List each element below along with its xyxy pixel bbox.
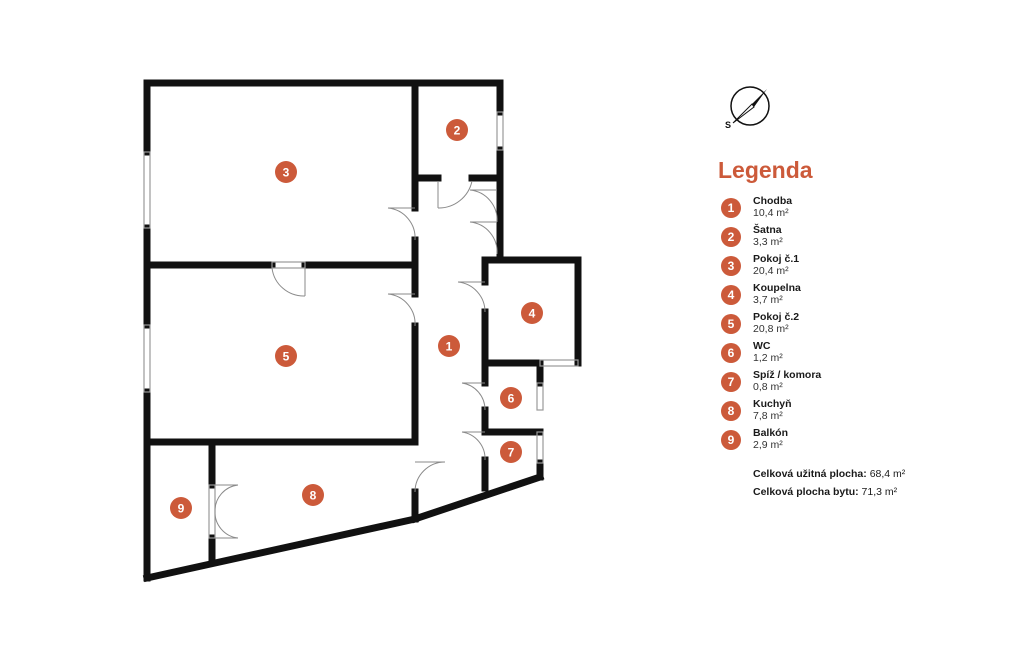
room-marker-9[interactable]: 9 — [170, 497, 192, 519]
legend-room-area: 20,4 m² — [753, 265, 789, 277]
legend-room-area: 7,8 m² — [753, 410, 783, 422]
legend-badge: 2 — [721, 227, 741, 247]
doors — [214, 180, 498, 539]
usable-area-label: Celková užitná plocha: — [753, 468, 867, 480]
svg-text:2: 2 — [454, 124, 461, 138]
compass-needle-icon: S — [725, 86, 770, 130]
legend-badge: 7 — [721, 372, 741, 392]
legend-badge: 4 — [721, 285, 741, 305]
legend-room-name: Pokoj č.1 — [753, 253, 800, 265]
total-area-label: Celková plocha bytu: — [753, 486, 859, 498]
legend-room-area: 20,8 m² — [753, 323, 789, 335]
compass-letter: S — [725, 120, 731, 130]
svg-text:8: 8 — [310, 489, 317, 503]
legend-room-name: Koupelna — [753, 282, 801, 294]
floor-plan: 1 2 3 4 5 6 7 8 9 — [142, 79, 582, 583]
svg-text:4: 4 — [529, 307, 536, 321]
legend-room-area: 3,7 m² — [753, 294, 783, 306]
room-marker-7[interactable]: 7 — [500, 441, 522, 463]
room-marker-3[interactable]: 3 — [275, 161, 297, 183]
room-marker-8[interactable]: 8 — [302, 484, 324, 506]
legend-room-name: Kuchyň — [753, 398, 792, 410]
room-marker-6[interactable]: 6 — [500, 387, 522, 409]
room-marker-5[interactable]: 5 — [275, 345, 297, 367]
legend-room-name: Spíž / komora — [753, 369, 822, 381]
legend-room-area: 1,2 m² — [753, 352, 783, 364]
area-totals: Celková užitná plocha: 68,4 m² Celková p… — [753, 465, 905, 501]
svg-text:7: 7 — [508, 446, 515, 460]
legend-room-name: Balkón — [753, 427, 789, 439]
legend-badge: 5 — [721, 314, 741, 334]
legend-badge: 6 — [721, 343, 741, 363]
legend-room-name: Pokoj č.2 — [753, 311, 800, 323]
total-area-row: Celková plocha bytu: 71,3 m² — [753, 483, 905, 501]
legend-room-name: WC — [753, 340, 771, 352]
svg-text:1: 1 — [446, 340, 453, 354]
usable-area-row: Celková užitná plocha: 68,4 m² — [753, 465, 905, 483]
legend-room-area: 2,9 m² — [753, 439, 783, 451]
legend-title: Legenda — [718, 157, 813, 183]
legend-badge: 9 — [721, 430, 741, 450]
room-marker-1[interactable]: 1 — [438, 335, 460, 357]
legend-badge: 1 — [721, 198, 741, 218]
svg-text:9: 9 — [178, 502, 185, 516]
legend-room-area: 0,8 m² — [753, 381, 783, 393]
room-marker-4[interactable]: 4 — [521, 302, 543, 324]
svg-text:6: 6 — [508, 392, 515, 406]
legend-room-name: Šatna — [753, 224, 782, 236]
room-marker-2[interactable]: 2 — [446, 119, 468, 141]
walls — [142, 79, 582, 583]
legend-room-area: 10,4 m² — [753, 207, 789, 219]
legend-room-area: 3,3 m² — [753, 236, 783, 248]
legend-badge: 3 — [721, 256, 741, 276]
legend-room-name: Chodba — [753, 195, 793, 207]
svg-text:5: 5 — [283, 350, 290, 364]
svg-text:3: 3 — [283, 166, 290, 180]
legend-badge: 8 — [721, 401, 741, 421]
usable-area-value: 68,4 m² — [869, 468, 906, 480]
room-markers: 1 2 3 4 5 6 7 8 9 — [170, 119, 543, 519]
total-area-value: 71,3 m² — [861, 486, 898, 498]
